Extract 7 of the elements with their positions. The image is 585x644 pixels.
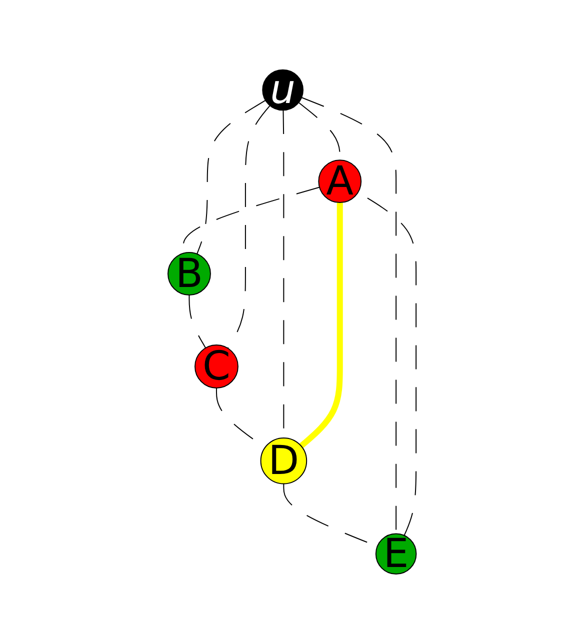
connector [300,202,344,448]
node-circle: B [168,252,212,296]
node-circle: E [376,533,418,575]
node-circle: A [318,160,362,204]
node-circle: C [194,344,239,388]
node-circle: D [260,437,308,484]
node-circle: u [262,69,304,111]
